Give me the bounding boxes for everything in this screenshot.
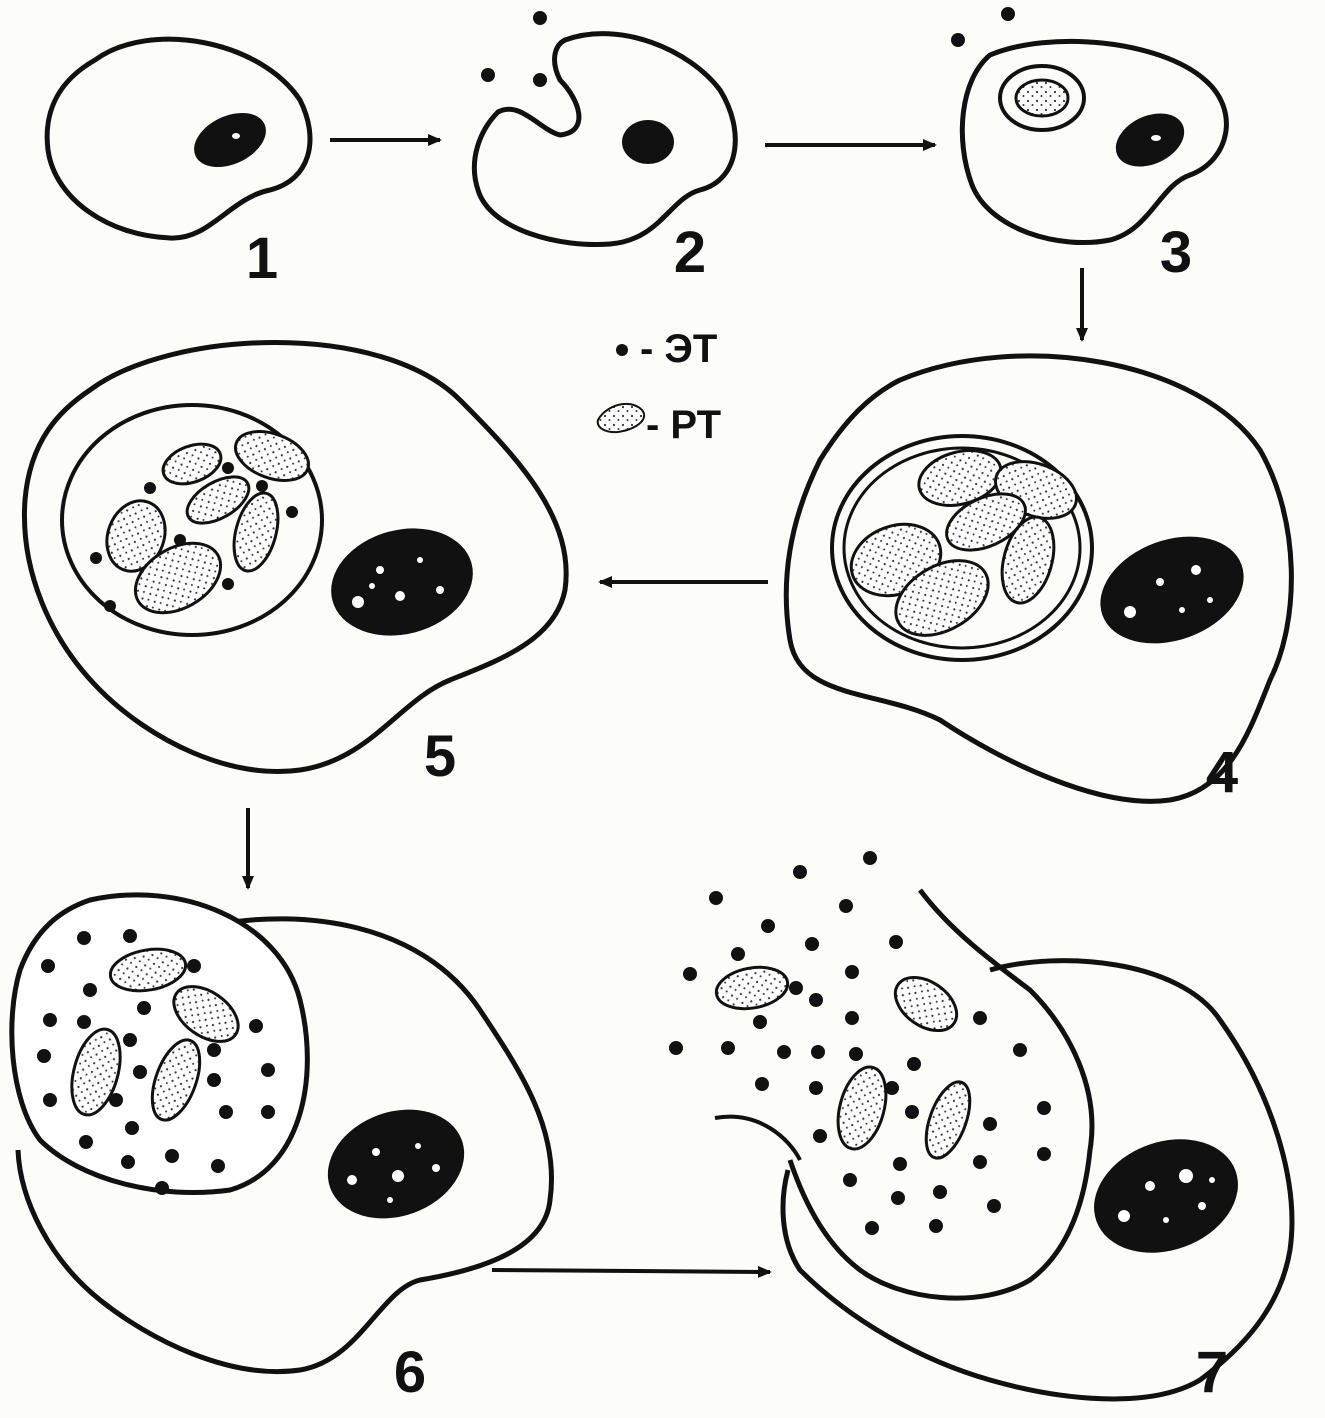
stage-2-et-particle [533,73,547,87]
arrow-6-to-7 [492,1270,770,1272]
stage-2-et-particle [533,11,547,25]
stage-6-inclusion [12,895,308,1193]
stage-3-et-particle [951,33,965,47]
stage-5: 5 [24,343,566,790]
legend: - ЭТ - РТ [598,327,721,447]
stage-4: 4 [786,356,1291,805]
stage-5-et-particle [174,534,186,546]
stage-5-label: 5 [424,724,456,789]
stage-3-et-particle [1001,7,1015,21]
stage-5-et-particle [256,480,268,492]
stage-6: 6 [12,895,552,1405]
stage-7: 7 [669,851,1292,1405]
stage-7-label: 7 [1196,1340,1228,1405]
legend-rt-marker [598,404,644,432]
stage-5-et-particle [90,552,102,564]
stage-2-cell [474,34,735,245]
stage-5-et-particle [144,482,156,494]
stage-7-rt-body [917,1076,978,1163]
stage-5-nucleus [319,513,485,651]
stage-7-rt-body [830,1062,894,1155]
stage-1-nucleus [185,102,274,178]
stage-3-nucleus [1107,103,1193,177]
stage-4-label: 4 [1206,740,1238,805]
stage-7-nucleus [1078,1120,1254,1272]
legend-rt-label: - РТ [646,403,721,447]
stage-1-label: 1 [246,226,278,291]
stage-2-label: 2 [674,220,706,285]
stage-7-rt-body [886,966,967,1041]
stage-2: 2 [474,11,735,285]
stage-5-cell [24,343,566,772]
stage-7-rt-body [713,962,791,1014]
stage-3-label: 3 [1160,220,1192,285]
stage-3-cell [962,41,1226,242]
stage-2-nucleus [622,120,674,164]
stage-5-et-particle [222,462,234,474]
stage-5-et-particle [222,578,234,590]
legend-et-label: - ЭТ [640,327,717,371]
stage-5-et-particle [104,600,116,612]
stage-1: 1 [47,39,310,291]
stage-1-cell [47,39,310,238]
stage-5-et-particle [286,506,298,518]
stage-7-et-particles [669,851,1051,1235]
stage-4-nucleus [1085,518,1258,663]
legend-et-marker [616,344,628,356]
stage-6-nucleus [312,1091,479,1237]
stage-6-label: 6 [394,1340,426,1405]
stage-2-et-particle [481,68,495,82]
stage-3: 3 [951,7,1226,285]
stage-3-rt-body [1016,80,1068,116]
